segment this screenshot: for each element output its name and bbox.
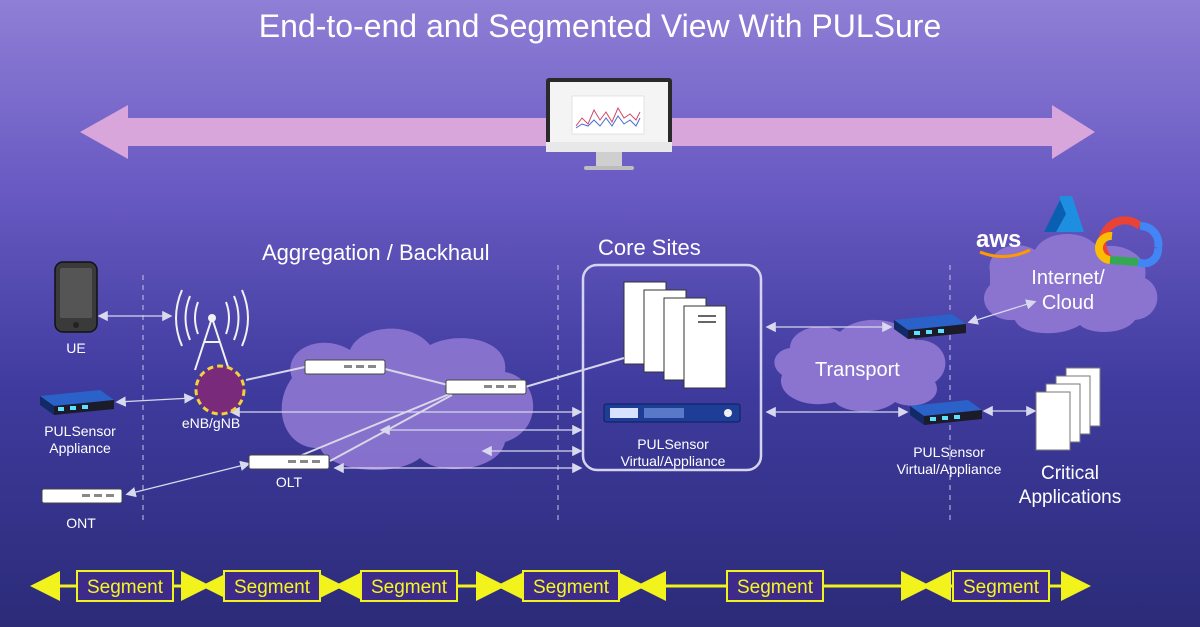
aggregation-backhaul-label: Aggregation / Backhaul — [262, 240, 490, 265]
edge-pulsensor-icon — [910, 400, 982, 425]
router-icon — [445, 379, 527, 395]
ont-label: ONT — [66, 515, 96, 531]
monitor-icon — [546, 78, 672, 170]
page-title: End-to-end and Segmented View With PULSu… — [258, 8, 942, 44]
pulsensor-appliance-label-line1: PULSensor — [44, 423, 116, 439]
internet-label-line1: Internet/ — [1031, 267, 1105, 289]
cell-tower-icon — [175, 289, 249, 371]
segment-box: Segment — [522, 570, 620, 602]
segment-box: Segment — [76, 570, 174, 602]
olt-label: OLT — [275, 474, 303, 490]
segment-box: Segment — [223, 570, 321, 602]
edge-pulsensor-label-line2: Virtual/Appliance — [896, 461, 1002, 477]
transport-cloud — [774, 319, 946, 412]
azure-logo-icon — [1044, 196, 1084, 232]
core-pulsensor-label-line1: PULSensor — [637, 436, 709, 452]
documents-icon — [1035, 367, 1101, 451]
google-cloud-logo-icon — [1095, 216, 1163, 268]
segment-box: Segment — [726, 570, 824, 602]
smartphone-icon — [54, 261, 98, 333]
measurement-arrows — [97, 299, 1037, 498]
aws-smile-icon — [979, 248, 1031, 258]
core-pulsensor-label-line2: Virtual/Appliance — [620, 453, 726, 469]
enb-node-icon — [194, 364, 246, 416]
transport-pulsensor-icon — [894, 314, 966, 339]
pulsensor-appliance-icon — [40, 390, 114, 415]
ont-router-icon — [41, 488, 123, 504]
critical-applications-label-line2: Applications — [1018, 487, 1122, 508]
pulsensor-appliance-label-line2: Appliance — [49, 440, 111, 456]
ue-label: UE — [66, 340, 86, 356]
server-icon — [623, 281, 727, 389]
critical-applications-label-line1: Critical — [1040, 463, 1100, 484]
internet-label-line2: Cloud — [1041, 292, 1095, 314]
segment-box: Segment — [360, 570, 458, 602]
aws-logo-icon: aws — [976, 226, 1022, 253]
olt-router-icon — [248, 454, 330, 470]
edge-pulsensor-label-line1: PULSensor — [913, 444, 985, 460]
enb-gnb-label: eNB/gNB — [181, 415, 241, 431]
core-sites-box — [581, 263, 763, 472]
transport-label: Transport — [815, 359, 900, 381]
segment-box: Segment — [952, 570, 1050, 602]
core-pulsensor-appliance-icon — [603, 403, 741, 423]
core-sites-label: Core Sites — [598, 235, 701, 260]
router-icon — [304, 359, 386, 375]
